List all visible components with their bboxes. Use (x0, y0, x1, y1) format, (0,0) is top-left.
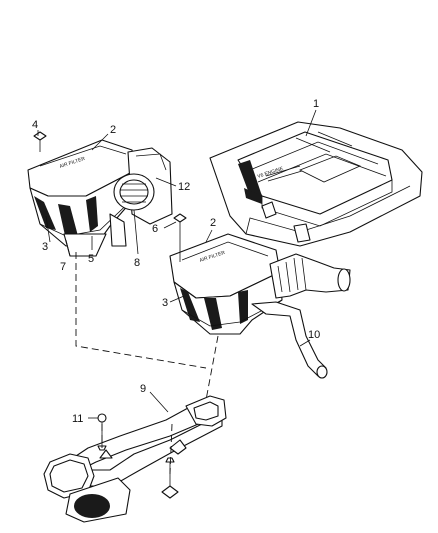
callout-labels: 1 2 2 3 3 4 5 6 7 8 9 10 11 12 (32, 98, 320, 425)
air-cleaner-left: AIR FILTER (27, 131, 173, 257)
callout-5: 5 (88, 253, 94, 265)
callout-6: 6 (152, 223, 158, 235)
engine-cover: V6 ENGINE (209, 121, 423, 247)
callout-9: 9 (140, 383, 146, 395)
callout-7: 7 (60, 261, 66, 273)
callout-4: 4 (32, 119, 38, 131)
callout-2-left: 2 (110, 124, 116, 136)
connection-lines (75, 252, 219, 475)
callout-2-right: 2 (210, 217, 216, 229)
leader-lines (37, 109, 317, 419)
fasteners (97, 413, 179, 499)
callout-1: 1 (313, 98, 319, 110)
callout-11: 11 (72, 413, 83, 425)
callout-3-left: 3 (42, 241, 48, 253)
air-cleaner-right: AIR FILTER (169, 213, 351, 379)
callout-8: 8 (134, 257, 140, 269)
callout-3-right: 3 (162, 297, 168, 309)
callout-10: 10 (308, 329, 320, 341)
air-duct (43, 395, 227, 523)
callout-12: 12 (178, 181, 190, 193)
